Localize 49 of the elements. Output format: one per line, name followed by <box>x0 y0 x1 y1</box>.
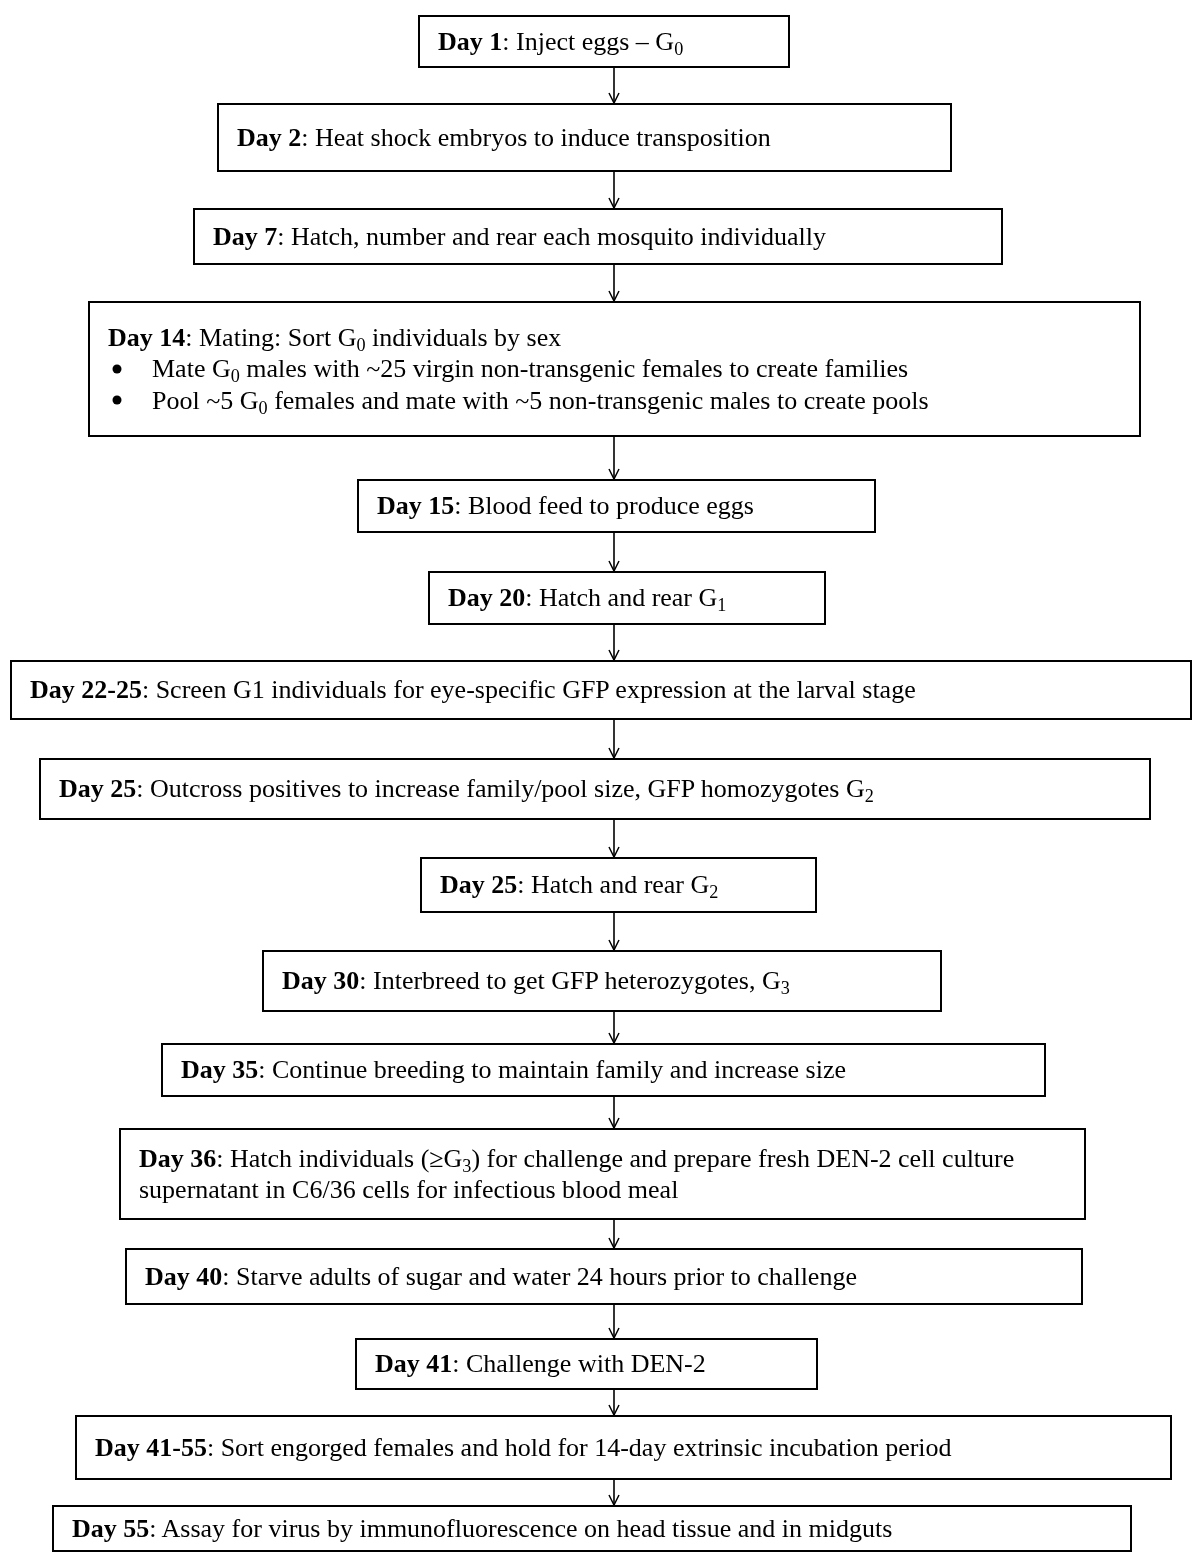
step-text: Day 7: Hatch, number and rear each mosquito individually <box>213 220 827 253</box>
process-box <box>193 208 1003 265</box>
process-box <box>88 301 1141 437</box>
process-box <box>262 950 942 1012</box>
arrow <box>608 436 620 480</box>
process-box <box>125 1248 1083 1305</box>
arrow <box>608 624 620 661</box>
process-box <box>39 758 1151 820</box>
process-box <box>75 1415 1172 1480</box>
process-box <box>357 479 876 533</box>
arrow <box>608 1096 620 1129</box>
arrow <box>608 1219 620 1249</box>
step-text: Day 36: Hatch individuals (≥G$_{3}$) for challenge and prepare fresh DEN-2 cell culture supernatant in C6/36 cells for infectious blood meal <box>139 1142 1016 1206</box>
process-box <box>119 1128 1086 1220</box>
step-text: Day 1: Inject eggs – G$_{0}$ <box>438 25 685 58</box>
bullet-text: Mate G$_{0}$ males with ~25 virgin non-transgenic females to create families <box>152 353 909 385</box>
process-box <box>52 1505 1132 1552</box>
process-box <box>217 103 952 172</box>
step-text: Day 25: Outcross positives to increase family/pool size, GFP homozygotes G$_{2}$ <box>59 773 875 805</box>
arrow <box>608 1479 620 1506</box>
process-box <box>428 571 826 625</box>
process-box <box>420 857 817 913</box>
arrow <box>608 264 620 302</box>
arrow <box>608 1304 620 1339</box>
arrow <box>608 171 620 209</box>
arrow <box>608 532 620 572</box>
bullet-text: Pool ~5 G$_{0}$ females and mate with ~5 non-transgenic males to create pools <box>152 384 929 416</box>
process-box <box>355 1338 818 1390</box>
arrow <box>608 1389 620 1416</box>
step-text: Day 35: Continue breeding to maintain family and increase size <box>181 1054 847 1086</box>
step-text: Day 2: Heat shock embryos to induce transposition <box>237 121 772 154</box>
step-text: Day 20: Hatch and rear G$_{1}$ <box>448 582 728 614</box>
arrow <box>608 67 620 104</box>
process-box <box>10 660 1192 720</box>
arrow <box>608 719 620 759</box>
step-text: Day 41: Challenge with DEN-2 <box>375 1348 707 1380</box>
arrow <box>608 819 620 858</box>
step-text: Day 15: Blood feed to produce eggs <box>377 490 755 522</box>
arrow <box>608 1011 620 1044</box>
step-text: Day 14: Mating: Sort G$_{0}$ individuals by sex <box>108 322 563 354</box>
step-text: Day 41-55: Sort engorged females and hold for 14-day extrinsic incubation period <box>95 1431 953 1464</box>
process-box <box>161 1043 1046 1097</box>
step-text: Day 40: Starve adults of sugar and water 24 hours prior to challenge <box>145 1260 858 1293</box>
step-text: Day 22-25: Screen G1 individuals for eye-specific GFP expression at the larval stage <box>30 674 917 706</box>
step-text: Day 55: Assay for virus by immunofluorescence on head tissue and in midguts <box>72 1512 894 1545</box>
arrow <box>608 912 620 951</box>
step-text: Day 30: Interbreed to get GFP heterozygotes, G$_{3}$ <box>282 965 791 997</box>
step-text: Day 25: Hatch and rear G$_{2}$ <box>440 869 720 901</box>
process-box <box>418 15 790 68</box>
